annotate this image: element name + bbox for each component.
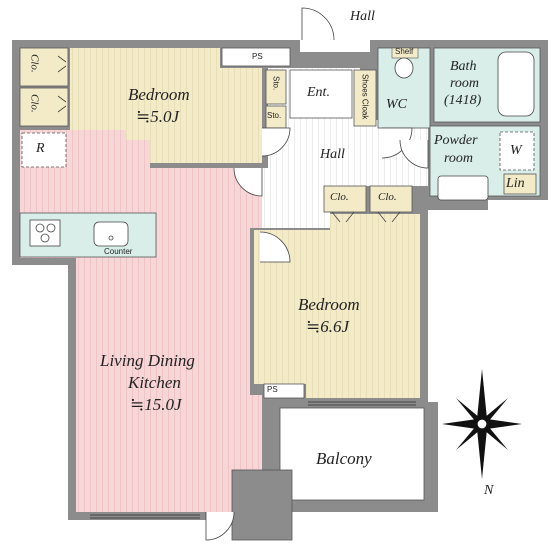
ldk-lower-door	[205, 511, 235, 541]
wash-basin	[437, 175, 489, 201]
powder-label-2: room	[444, 151, 474, 166]
shelf-label: Shelf	[395, 47, 414, 56]
balcony-label: Balcony	[316, 449, 372, 468]
closet-left-1	[19, 47, 69, 87]
entrance	[289, 69, 353, 119]
north-label: N	[484, 483, 494, 498]
closet-door-marks	[57, 55, 401, 223]
compass-icon	[442, 369, 522, 479]
closet-left-1-label: Clo.	[28, 54, 41, 73]
bedroom-1-name: Bedroom	[128, 85, 190, 104]
ldk-label-2: Kitchen	[128, 373, 181, 392]
entrance-door	[301, 7, 335, 41]
bath-label-1: Bath	[450, 59, 477, 74]
ps-bottom-label: PS	[267, 385, 278, 394]
bathtub	[497, 51, 535, 117]
ps-top-label: PS	[252, 52, 263, 61]
storage-1-label: Sto.	[271, 76, 281, 91]
ldk-door	[233, 167, 263, 197]
washer-space	[499, 131, 535, 171]
hall-mid-label: Hall	[320, 147, 345, 162]
closet-mid-2	[369, 185, 413, 213]
bedroom-1-floor	[70, 48, 262, 163]
ps-top	[221, 47, 291, 67]
storage-2-label: Sto.	[267, 111, 282, 120]
bedroom-2-floor	[254, 214, 420, 398]
closet-mid-1-label: Clo.	[330, 191, 349, 203]
refrigerator-label: R	[36, 141, 45, 156]
sink	[93, 221, 129, 247]
bedroom-2-name: Bedroom	[298, 295, 360, 314]
shoes-cloak-label: Shoes Cloak	[360, 74, 370, 120]
counter-label: Counter	[104, 247, 133, 256]
closet-left-2	[19, 87, 69, 127]
shoes-cloak	[353, 69, 377, 127]
windows	[90, 401, 416, 519]
ps-bottom	[263, 383, 305, 399]
hall-top-label: Hall	[350, 9, 375, 24]
bedroom-2-size: ≒6.6J	[306, 317, 350, 336]
closet-mid-1	[323, 185, 367, 213]
storage-1	[265, 69, 287, 105]
entrance-label: Ent.	[307, 85, 330, 100]
bedroom-2-door	[259, 231, 291, 263]
powder-door	[399, 139, 429, 169]
powder-label-1: Powder	[434, 133, 478, 148]
linen	[503, 173, 537, 195]
bedroom-1-door	[261, 127, 291, 157]
closet-mid-2-label: Clo.	[378, 191, 397, 203]
bath-label-3: (1418)	[444, 93, 482, 108]
ldk-floor	[20, 130, 262, 512]
toilet	[394, 57, 414, 79]
wc-label: WC	[386, 97, 407, 112]
bath-label-2: room	[450, 76, 480, 91]
closet-left-2-label: Clo.	[28, 94, 41, 113]
balcony	[279, 407, 425, 501]
bedroom-1-size: ≒5.0J	[136, 107, 180, 126]
refrigerator-space	[21, 132, 67, 168]
linen-label: Lin	[506, 176, 525, 191]
balcony-pillar	[231, 469, 293, 541]
ldk-label-1: Living Dining	[100, 351, 195, 370]
washer-label: W	[510, 143, 522, 158]
ldk-label-3: ≒15.0J	[130, 395, 182, 414]
